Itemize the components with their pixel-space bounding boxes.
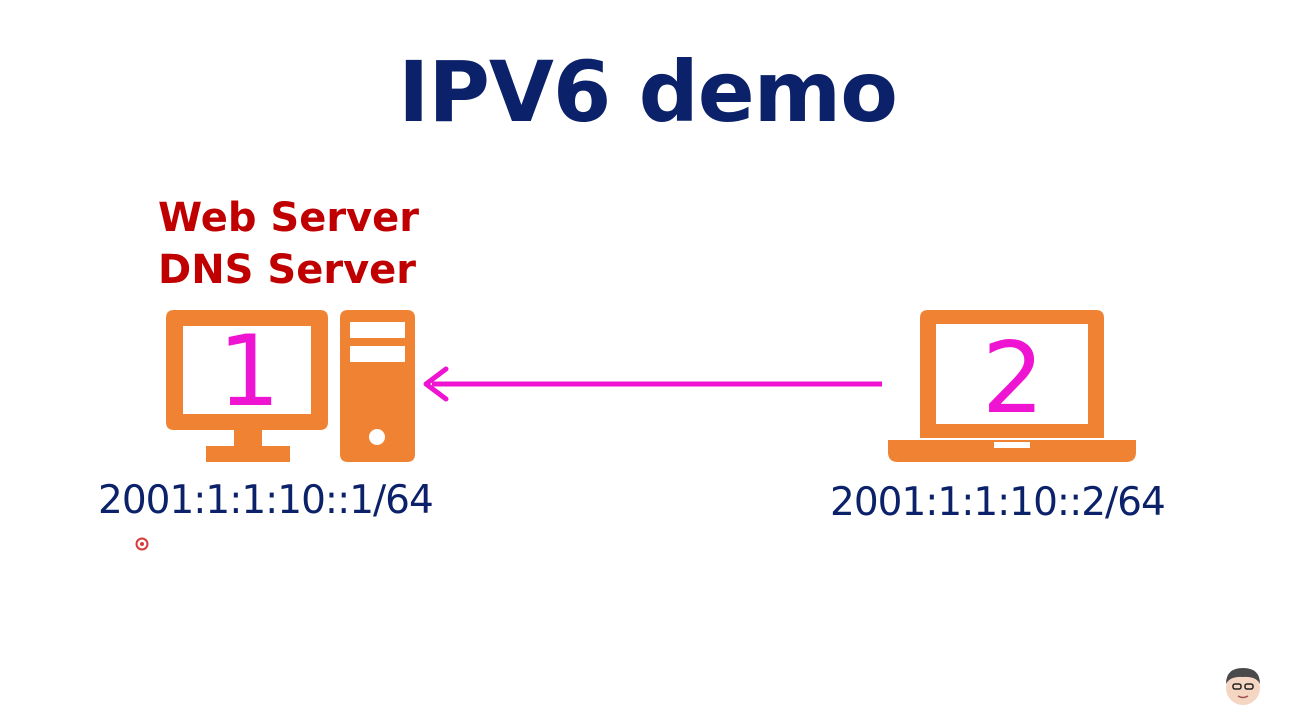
client-address: 2001:1:1:10::2/64: [830, 480, 1166, 525]
server-monitor-icon: [166, 310, 328, 462]
client-laptop-icon: [888, 310, 1136, 462]
presenter-avatar: [1226, 668, 1260, 705]
page-title: IPV6 demo: [398, 43, 898, 141]
server-address: 2001:1:1:10::1/64: [98, 478, 434, 523]
client-number: 2: [982, 322, 1044, 436]
server-number: 1: [218, 315, 280, 429]
server-tower-icon: [340, 310, 415, 462]
connection-arrow: [423, 366, 882, 402]
web-server-label: Web Server: [158, 195, 419, 241]
dns-server-label: DNS Server: [158, 247, 417, 293]
cursor-indicator-icon: [135, 537, 149, 551]
